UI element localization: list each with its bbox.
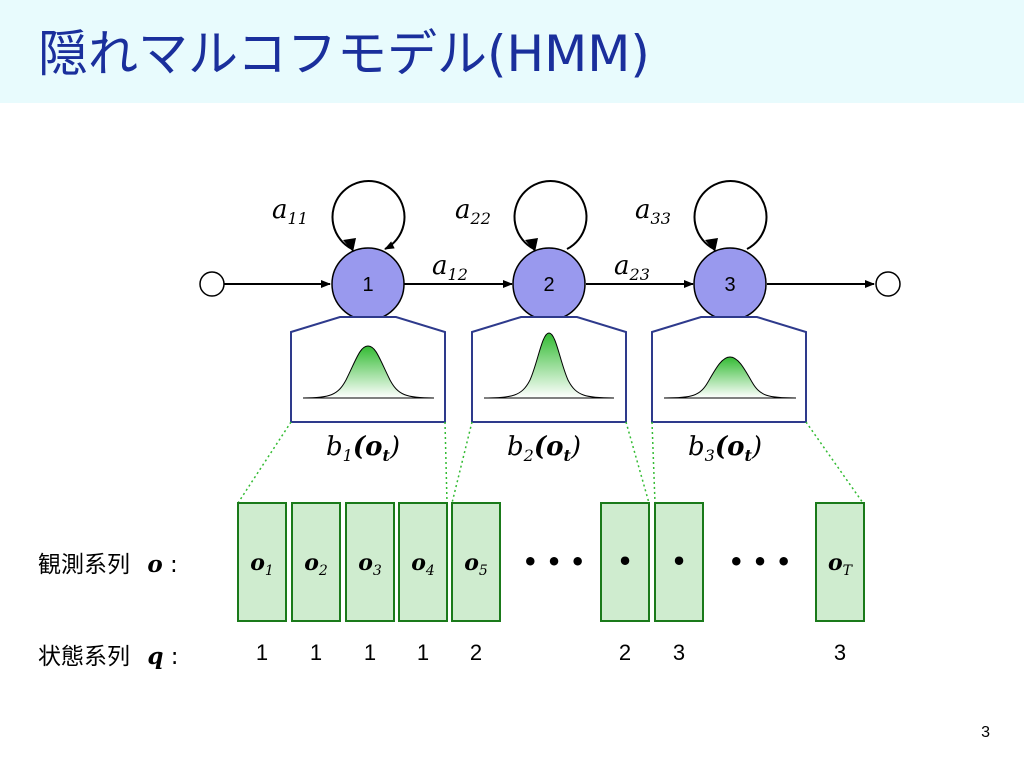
self-loop-2 (513, 180, 588, 250)
self-loop-3 (693, 180, 768, 250)
gaussian-curve-2 (483, 332, 615, 399)
observation-cell-7 (654, 502, 704, 622)
connector-3-right (805, 421, 864, 504)
state-label-text: 状態系列 (38, 644, 130, 670)
connector-1-left (237, 421, 292, 504)
state-sequence-value-6: 2 (619, 640, 631, 665)
emission-label-2: b2(ot) (507, 432, 581, 465)
observation-cell-5 (451, 502, 501, 622)
observation-cell-2 (291, 502, 341, 622)
state-label-1: 1 (362, 274, 373, 296)
state-sequence-value-3: 1 (364, 640, 376, 665)
state-sequence-value-5: 2 (470, 640, 482, 665)
observation-ellipsis-1: • • • (523, 548, 586, 576)
emission-label-3: b3(ot) (688, 432, 762, 465)
self-transition-label-1: a11 (272, 195, 308, 228)
connector-1-right (444, 421, 448, 504)
end-node (875, 271, 901, 297)
self-transition-label-2: a22 (455, 195, 491, 228)
transition-label-23: a23 (614, 251, 650, 284)
connector-2-left (451, 421, 473, 504)
observation-symbol: o (147, 551, 163, 578)
slide-title: 隠れマルコフモデル(HMM) (38, 25, 650, 83)
state-sequence-value-2: 1 (310, 640, 322, 665)
observation-cell-label-5: o5 (464, 550, 488, 579)
state-sequence-value-4: 1 (417, 640, 429, 665)
connector-2-right (625, 421, 650, 504)
state-sequence-value-8: 3 (834, 640, 846, 665)
observation-cell-label-6: • (617, 547, 632, 576)
state-label-3: 3 (724, 274, 735, 296)
transition-label-12: a12 (432, 251, 468, 284)
state-sequence-value-7: 3 (673, 640, 685, 665)
observation-ellipsis-2: • • • (729, 548, 792, 576)
observation-cell-3 (345, 502, 395, 622)
observation-cell-label-1: o1 (250, 550, 274, 579)
state-sequence-value-1: 1 (256, 640, 268, 665)
observation-cell-label-2: o2 (304, 550, 328, 579)
self-loop-arrowhead-1 (343, 238, 356, 252)
observation-cell-6 (600, 502, 650, 622)
connector-3-left (651, 421, 656, 504)
page-number: 3 (981, 724, 990, 741)
state-label-2: 2 (543, 274, 554, 296)
title-bar (0, 0, 1024, 103)
gaussian-curve-3 (663, 356, 797, 399)
self-loop-arrowhead-3 (705, 238, 718, 252)
observation-colon: : (169, 552, 178, 578)
state-row-label: 状態系列 q : (38, 637, 178, 671)
observation-cell-label-3: o3 (358, 550, 382, 579)
self-loop-1 (331, 180, 406, 250)
observation-row-label: 観測系列 o : (38, 545, 178, 579)
observation-cell-1 (237, 502, 287, 622)
gaussian-curve-1 (302, 345, 435, 399)
observation-cell-label-8: oT (828, 550, 854, 579)
self-loop-arrowhead-2 (525, 238, 538, 252)
emission-label-1: b1(ot) (326, 432, 400, 465)
self-transition-label-3: a33 (635, 195, 671, 228)
observation-cell-label-4: o4 (411, 550, 435, 579)
observation-cell-label-7: • (671, 547, 686, 576)
start-node (199, 271, 225, 297)
observation-cell-4 (398, 502, 448, 622)
observation-cells: o1 o2 o3 o4 o5 • • oT (237, 502, 865, 622)
state-colon: : (170, 644, 179, 670)
state-symbol: q (147, 643, 164, 670)
observation-cell-8 (815, 502, 865, 622)
state-sequence-values: 1 1 1 1 2 2 3 3 (256, 640, 846, 665)
observation-label-text: 観測系列 (38, 552, 130, 578)
